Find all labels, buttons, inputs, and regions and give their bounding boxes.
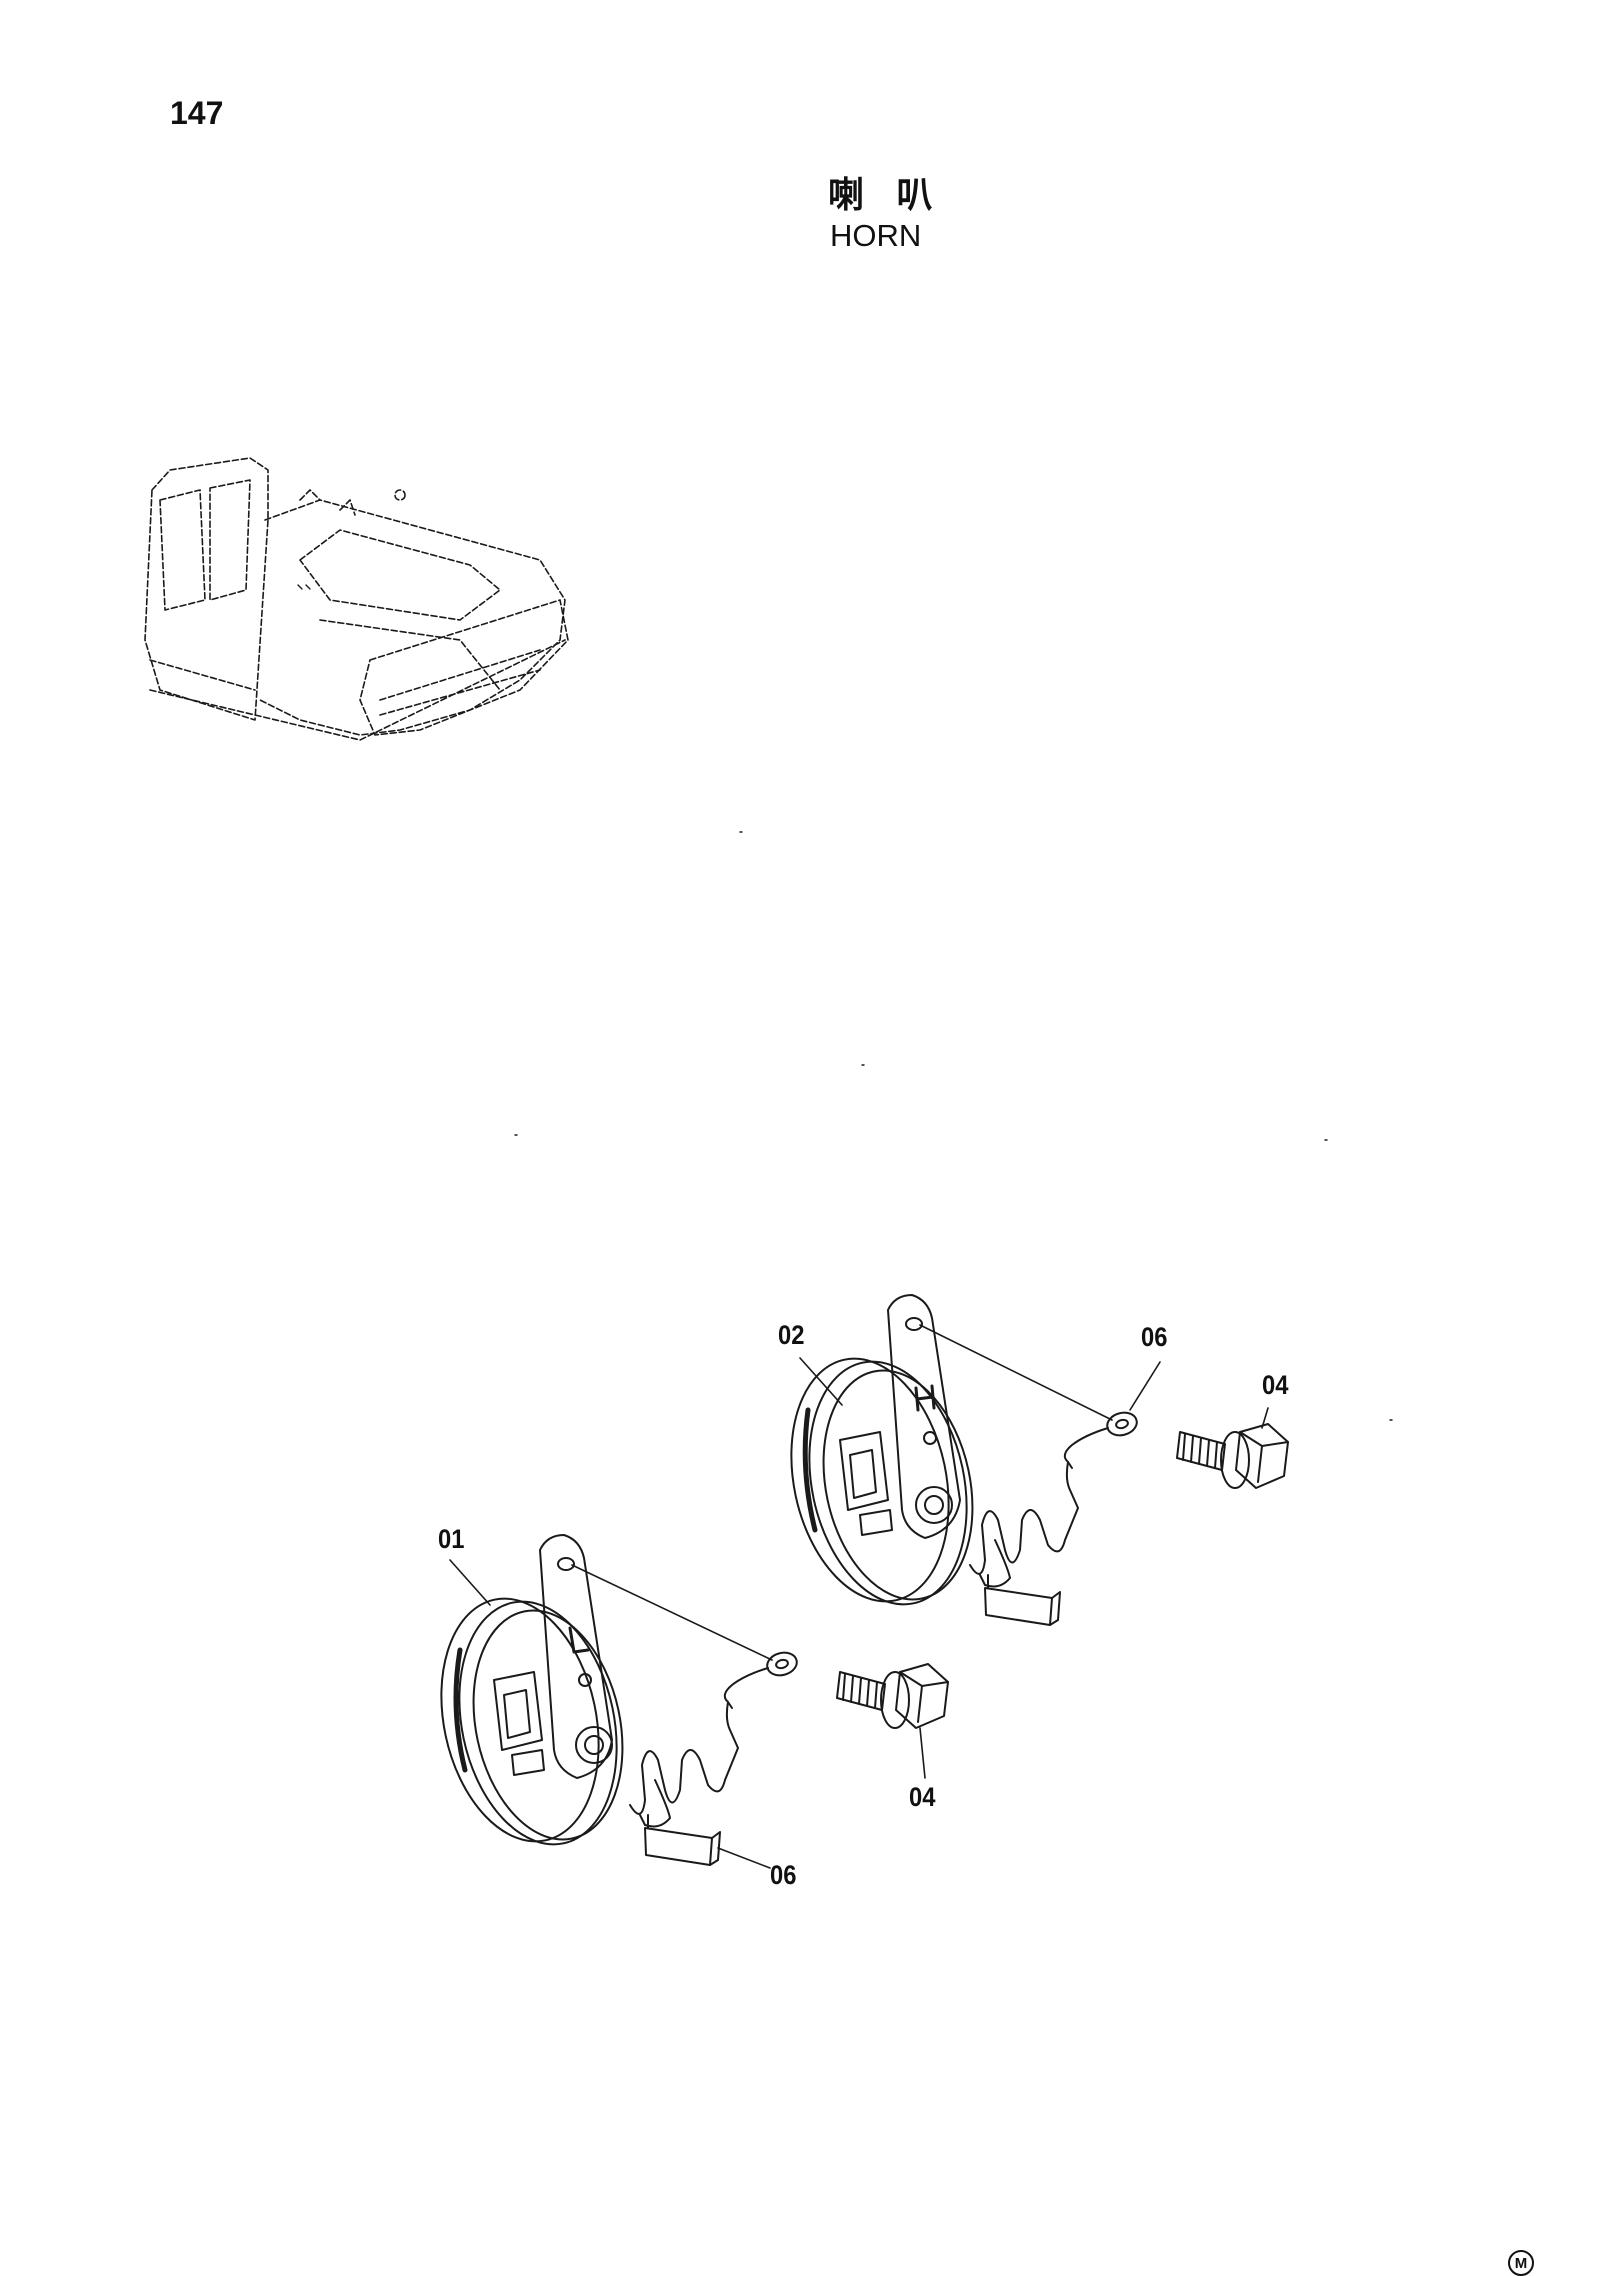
horn-high-illustration	[790, 1294, 974, 1606]
callout-bolt-upper: 04	[1262, 1370, 1289, 1400]
title-english: HORN	[830, 218, 922, 253]
wire-high-illustration	[969, 1411, 1138, 1626]
title-chinese: 喇 叭	[828, 175, 943, 216]
callout-wire-upper: 06	[1141, 1322, 1168, 1352]
horn-low-illustration	[440, 1534, 624, 1846]
wire-low-illustration	[629, 1651, 798, 1866]
page-number: 147	[170, 95, 224, 131]
callout-horn-high: 02	[778, 1320, 805, 1350]
machine-overview-illustration	[144, 457, 569, 741]
manufacturer-mark: M	[1508, 2250, 1534, 2276]
bolt-upper-illustration	[1176, 1423, 1289, 1489]
callout-horn-low: 01	[438, 1524, 465, 1554]
callout-wire-lower: 06	[770, 1860, 797, 1890]
callout-bolt-lower: 04	[909, 1782, 936, 1812]
bolt-lower-illustration	[836, 1663, 949, 1729]
